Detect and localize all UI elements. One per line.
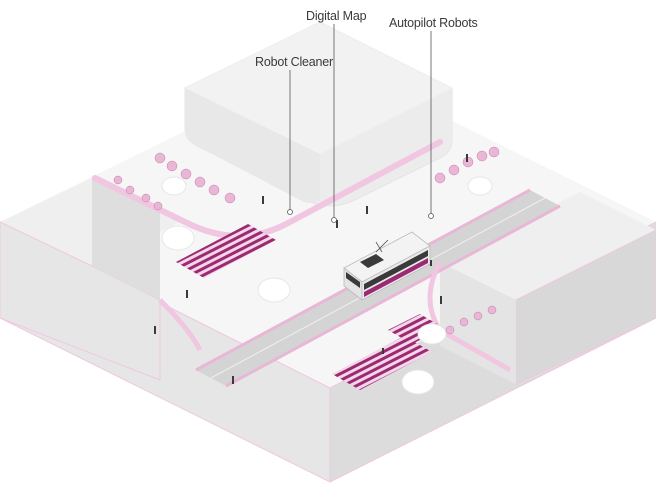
robot-zones bbox=[161, 176, 493, 395]
crosswalks bbox=[176, 224, 444, 390]
building-rear-tower bbox=[184, 21, 453, 207]
callout-markers bbox=[287, 209, 434, 223]
street-trees bbox=[113, 146, 500, 335]
building-right bbox=[440, 192, 656, 385]
callout-digital-map: Digital Map bbox=[306, 9, 367, 23]
tram bbox=[343, 231, 431, 301]
building-left bbox=[0, 178, 180, 381]
callout-robot-cleaner: Robot Cleaner bbox=[255, 55, 334, 69]
pedestrians bbox=[154, 154, 468, 384]
callout-autopilot-robots: Autopilot Robots bbox=[389, 16, 478, 30]
callout-lines bbox=[289, 24, 432, 218]
